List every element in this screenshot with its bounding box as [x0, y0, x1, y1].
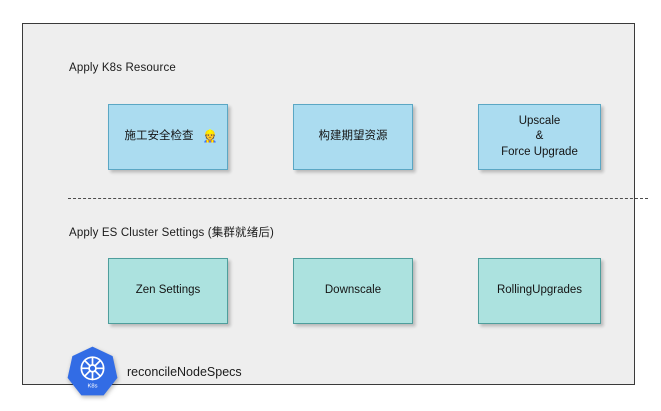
kubernetes-logo: K8s — [67, 346, 118, 396]
process-box-zen-settings[interactable]: Zen Settings — [108, 258, 228, 324]
process-box-label: Zen Settings — [135, 284, 201, 297]
process-box-downscale[interactable]: Downscale — [293, 258, 413, 324]
process-box-label: Downscale — [324, 284, 382, 297]
footer-label: reconcileNodeSpecs — [127, 364, 242, 379]
section-heading-apply-k8s-resource: Apply K8s Resource — [69, 62, 176, 74]
process-box-label: 构建期望资源 — [318, 130, 388, 143]
process-box-label: Upscale & Force Upgrade — [501, 115, 578, 158]
process-box-label: RollingUpgrades — [496, 284, 583, 297]
kubernetes-logo-caption: K8s — [87, 383, 97, 389]
section-divider — [68, 198, 648, 199]
process-box-rolling-upgrades[interactable]: RollingUpgrades — [478, 258, 601, 324]
process-box-build-expected-resource[interactable]: 构建期望资源 — [293, 104, 413, 170]
process-box-label: 施工安全检查 — [124, 130, 194, 143]
process-box-safety-check[interactable]: 施工安全检查 👷 — [108, 104, 228, 170]
section-heading-apply-es-cluster-settings: Apply ES Cluster Settings (集群就绪后) — [69, 227, 274, 239]
footer-badge: K8s reconcileNodeSpecs — [66, 345, 242, 398]
construction-worker-emoji: 👷 — [202, 129, 218, 144]
diagram-panel: Apply K8s Resource 施工安全检查 👷 构建期望资源 Upscal… — [22, 23, 648, 396]
process-box-upscale-force-upgrade[interactable]: Upscale & Force Upgrade — [478, 104, 601, 170]
